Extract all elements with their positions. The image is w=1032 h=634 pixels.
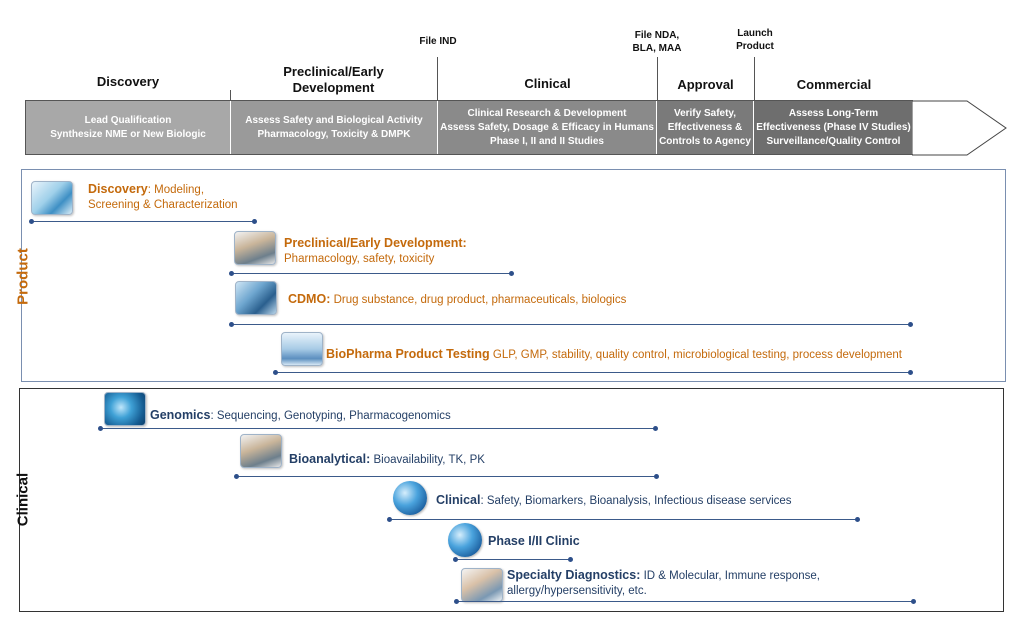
milestone-file-nda: File NDA,BLA, MAA <box>632 30 682 54</box>
range-clinical-clinical <box>387 517 860 522</box>
clinical-item-bioanalytical: Bioanalytical: Bioavailability, TK, PK <box>289 452 485 466</box>
genomics-dna-image <box>104 392 146 426</box>
preclinical-scientist-image <box>234 231 276 265</box>
product-item-discovery: Discovery: Modeling, Screening & Charact… <box>88 182 238 211</box>
divider-file-nda <box>657 57 658 102</box>
clinical-panel-label: Clinical <box>14 472 32 527</box>
band-approval: Verify Safety,Effectiveness &Controls to… <box>657 101 754 155</box>
bioanalytical-scientist-image <box>240 434 282 468</box>
product-panel-label: Product <box>14 248 32 305</box>
timeline-arrow-head <box>912 100 1007 156</box>
biopharma-vials-image <box>281 332 323 366</box>
clinical-panel <box>19 388 1004 612</box>
phase-clinic-globe-icon <box>448 523 482 557</box>
product-item-biopharma-testing: BioPharma Product Testing GLP, GMP, stab… <box>326 347 902 361</box>
phase-title-approval: Approval <box>677 77 734 92</box>
product-panel <box>21 169 1006 382</box>
milestone-file-ind: File IND <box>419 36 457 47</box>
product-item-cdmo: CDMO: Drug substance, drug product, phar… <box>288 292 627 306</box>
range-product-biopharma-testing <box>273 370 913 375</box>
product-item-preclinical: Preclinical/Early Development: Pharmacol… <box>284 236 467 265</box>
range-clinical-genomics <box>98 426 658 431</box>
cdmo-manufacturing-image <box>235 281 277 315</box>
range-clinical-specialty-diagnostics <box>454 599 916 604</box>
band-outline <box>25 100 913 155</box>
range-product-preclinical <box>229 271 514 276</box>
range-clinical-bioanalytical <box>234 474 659 479</box>
range-product-cdmo <box>229 322 913 327</box>
phase-title-discovery: Discovery <box>96 74 160 89</box>
phase-title-clinical: Clinical <box>524 76 571 91</box>
clinical-item-clinical: Clinical: Safety, Biomarkers, Bioanalysi… <box>436 493 792 507</box>
clinical-item-phase-clinic: Phase I/II Clinic <box>488 534 580 548</box>
clinical-item-specialty-diagnostics: Specialty Diagnostics: ID & Molecular, I… <box>507 568 820 597</box>
diagnostics-lab-image <box>461 568 503 602</box>
discovery-lab-image <box>31 181 73 215</box>
divider-discovery <box>230 90 231 102</box>
clinical-globe-icon <box>393 481 427 515</box>
divider-launch <box>754 57 755 102</box>
range-clinical-phase-clinic <box>453 557 573 562</box>
phase-title-commercial: Commercial <box>796 77 872 92</box>
divider-file-ind <box>437 57 438 102</box>
clinical-item-genomics: Genomics: Sequencing, Genotyping, Pharma… <box>150 408 451 422</box>
range-product-discovery <box>29 219 257 224</box>
